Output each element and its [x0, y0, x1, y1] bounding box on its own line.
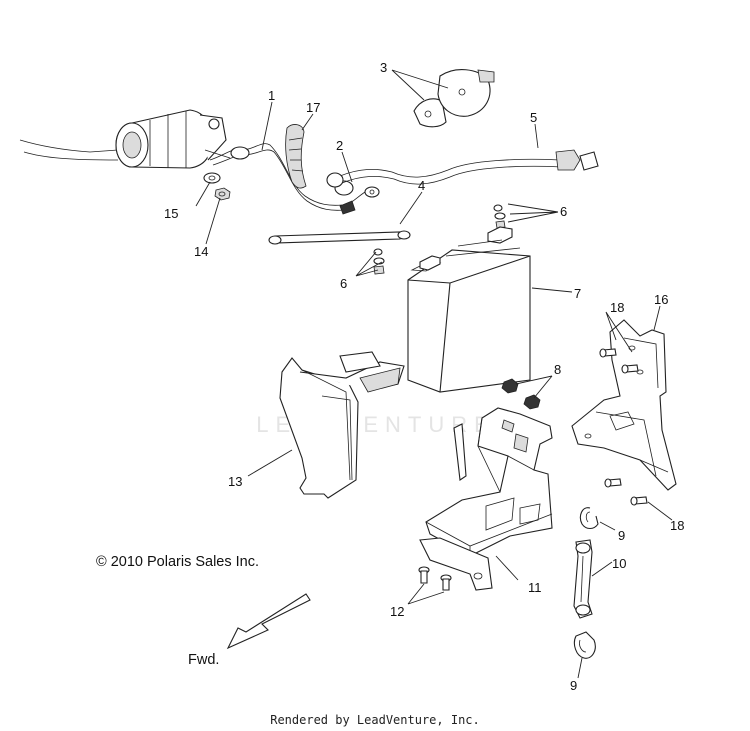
callout-16: 16 — [654, 292, 668, 307]
battery-strap — [268, 230, 411, 245]
callout-2: 2 — [336, 138, 343, 153]
battery-box — [419, 407, 553, 591]
hold-down-strap — [573, 539, 593, 619]
callout-3: 3 — [380, 60, 387, 75]
callout-12: 12 — [390, 604, 404, 619]
render-credit: Rendered by LeadVenture, Inc. — [270, 713, 480, 727]
clip-lower — [573, 631, 596, 659]
callout-15: 15 — [164, 206, 178, 221]
nuts — [501, 378, 541, 410]
battery — [407, 226, 531, 393]
callout-11: 11 — [528, 580, 542, 595]
washer-and-nut — [203, 172, 231, 201]
callout-18-lower: 18 — [670, 518, 684, 533]
callout-14: 14 — [194, 244, 208, 259]
callout-6-left: 6 — [340, 276, 347, 291]
positive-cable — [326, 149, 599, 188]
callout-4: 4 — [418, 178, 425, 193]
forward-label: Fwd. — [188, 652, 220, 668]
callout-18-upper: 18 — [610, 300, 624, 315]
cable-boot — [285, 124, 307, 189]
starter-motor — [19, 109, 231, 169]
callout-8: 8 — [554, 362, 561, 377]
leader-lines — [195, 69, 673, 679]
copyright-notice: © 2010 Polaris Sales Inc. — [96, 554, 260, 570]
cable-clamps — [413, 69, 495, 128]
mount-bolts — [418, 566, 452, 591]
callout-5: 5 — [530, 110, 537, 125]
callout-6-right: 6 — [560, 204, 567, 219]
callout-9-lower: 9 — [570, 678, 577, 693]
callout-7: 7 — [574, 286, 581, 301]
callout-1: 1 — [268, 88, 275, 103]
callout-9-upper: 9 — [618, 528, 625, 543]
bracket-screws — [599, 348, 648, 506]
callout-17: 17 — [306, 100, 320, 115]
starter-cable — [209, 143, 345, 211]
callout-10: 10 — [612, 556, 626, 571]
battery-cover — [279, 351, 405, 499]
callout-13: 13 — [228, 474, 242, 489]
callout-numbers: 1 2 3 4 5 6 6 7 8 9 9 10 11 12 13 14 15 … — [164, 60, 684, 693]
screws-right — [493, 204, 506, 229]
clip-upper — [579, 507, 599, 530]
negative-cable — [334, 180, 380, 215]
mounting-bracket — [571, 319, 677, 491]
forward-arrow-icon — [226, 593, 311, 650]
